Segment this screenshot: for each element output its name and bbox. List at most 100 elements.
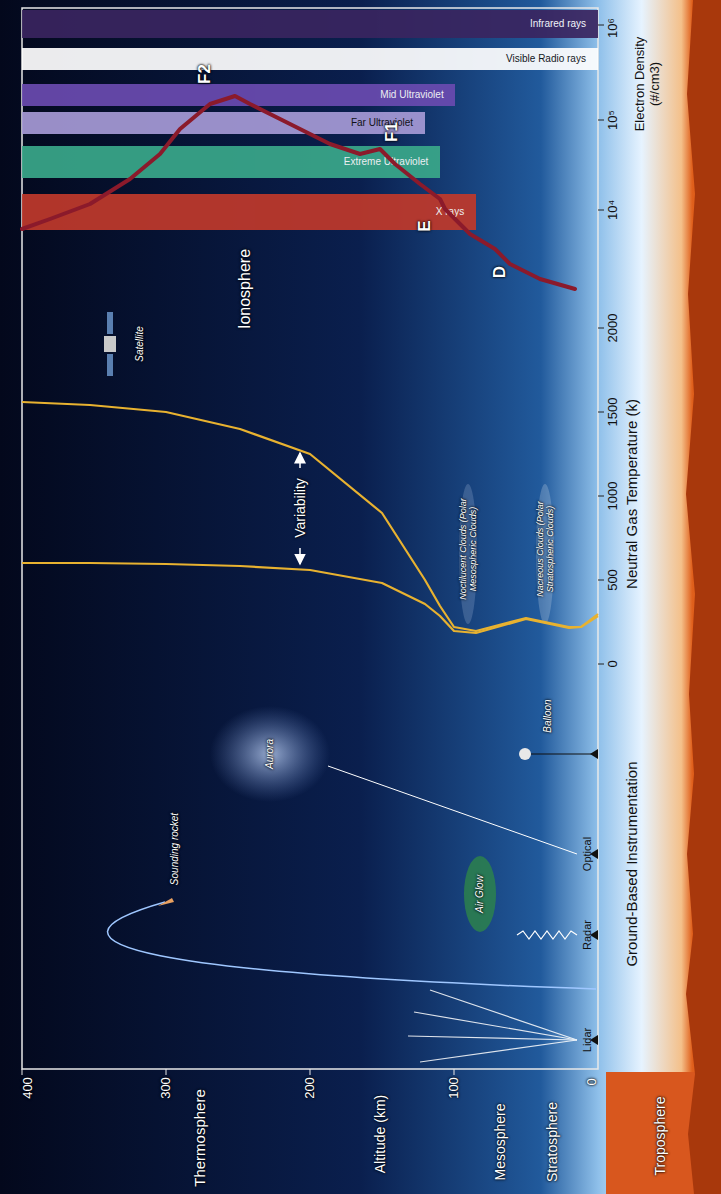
band-label: Far Ultraviolet bbox=[351, 117, 413, 129]
axis-tick: 300 bbox=[159, 1077, 174, 1099]
radiation-band: X rays bbox=[22, 194, 476, 230]
plot-frame bbox=[22, 8, 604, 1075]
plot-frame-part bbox=[22, 8, 598, 1069]
radar-wave bbox=[517, 931, 577, 939]
object-label: Balloon bbox=[542, 699, 554, 732]
axis-title: Neutral Gas Temperature (k) bbox=[623, 399, 640, 589]
layer-letter: F1 bbox=[382, 122, 402, 142]
layer-name: Thermosphere bbox=[191, 1089, 208, 1187]
lidar-beams-part bbox=[420, 1040, 577, 1062]
air-glow-part bbox=[464, 856, 496, 932]
layer-name: Troposphere bbox=[652, 1097, 668, 1176]
cloud-label: Noctilucent Clouds (Polar Mesospheric Cl… bbox=[458, 487, 479, 612]
plot-frame-part bbox=[598, 328, 604, 329]
object-label: Aurora bbox=[264, 739, 276, 769]
lidar-beams bbox=[408, 990, 577, 1062]
balloon-part bbox=[531, 754, 594, 755]
lidar-beams-part bbox=[430, 990, 577, 1040]
band-label: Infrared rays bbox=[530, 18, 586, 30]
object-label: Air Glow bbox=[474, 875, 486, 913]
plot-frame-part bbox=[22, 1069, 23, 1075]
variability-arrows-part bbox=[299, 548, 301, 564]
optical-ray bbox=[328, 766, 577, 854]
plot-frame-part bbox=[166, 1069, 167, 1075]
instrument-label: Radar bbox=[581, 920, 594, 950]
object-label: Satellite bbox=[134, 326, 146, 362]
band-label: Extreme Ultraviolet bbox=[344, 156, 428, 168]
region-label: Ionosphere bbox=[236, 249, 254, 329]
satellite-part bbox=[107, 312, 113, 334]
plot-frame-part bbox=[598, 664, 604, 665]
ground-instruments bbox=[590, 749, 598, 1045]
axis-title: Electron Density (#/cm3) bbox=[633, 24, 663, 144]
plot-frame-part bbox=[310, 1069, 311, 1075]
layer-name: Stratosphere bbox=[544, 1102, 560, 1182]
axis-tick: 0 bbox=[585, 1078, 600, 1085]
satellite-part bbox=[107, 354, 113, 376]
cloud-label: Nacreous Clouds (Polar Stratospheric Clo… bbox=[535, 487, 556, 612]
axis-tick: 1000 bbox=[606, 482, 621, 511]
plot-frame-part bbox=[598, 580, 604, 581]
variability-arrows-part bbox=[299, 453, 301, 468]
variability-label: Variability bbox=[292, 478, 308, 538]
plot-frame-part bbox=[598, 496, 604, 497]
plot-frame-part bbox=[598, 412, 604, 413]
sounding-rocket-part bbox=[158, 898, 174, 906]
air-glow bbox=[464, 856, 496, 932]
axis-tick: 10⁶ bbox=[606, 18, 621, 38]
optical-ray-part bbox=[328, 766, 577, 854]
satellite-part bbox=[104, 336, 116, 352]
object-label: Sounding rocket bbox=[169, 813, 181, 885]
axis-title: Altitude (km) bbox=[372, 1095, 388, 1174]
temperature-curves bbox=[22, 402, 598, 633]
axis-tick: 500 bbox=[606, 569, 621, 591]
electron-density-curve bbox=[22, 96, 575, 289]
lidar-beams-part bbox=[414, 1012, 577, 1040]
instrument-label: Lidar bbox=[581, 1028, 594, 1052]
sky-background-part bbox=[686, 0, 721, 1194]
balloon-part bbox=[519, 748, 531, 760]
layer-name: Mesosphere bbox=[492, 1103, 508, 1180]
radiation-band: Far Ultraviolet bbox=[22, 112, 425, 134]
band-label: X rays bbox=[436, 206, 464, 218]
radiation-band: Infrared rays bbox=[22, 10, 598, 38]
axis-tick: 100 bbox=[447, 1077, 462, 1099]
axis-tick: 10⁴ bbox=[606, 200, 621, 220]
electron-density-curve-part bbox=[22, 96, 575, 289]
ground-instruments-part bbox=[590, 749, 598, 759]
lidar-beams-part bbox=[408, 1036, 577, 1040]
layer-letter: E bbox=[415, 220, 435, 231]
axis-tick: 10⁵ bbox=[606, 110, 621, 130]
plot-frame-part bbox=[598, 210, 604, 211]
band-label: Visible Radio rays bbox=[506, 53, 586, 65]
instrument-label: Optical bbox=[581, 837, 594, 871]
axis-tick: 200 bbox=[303, 1077, 318, 1099]
balloon bbox=[519, 748, 594, 760]
layer-letter: F2 bbox=[195, 64, 215, 84]
axis-title: Ground-Based Instrumentation bbox=[623, 761, 640, 966]
radiation-band: Mid Ultraviolet bbox=[22, 84, 455, 106]
aurora bbox=[210, 706, 330, 802]
band-label: Mid Ultraviolet bbox=[380, 89, 443, 101]
radiation-band: Extreme Ultraviolet bbox=[22, 146, 440, 178]
radar-wave-part bbox=[517, 931, 577, 939]
axis-tick: 400 bbox=[21, 1077, 36, 1099]
radiation-band: Visible Radio rays bbox=[22, 48, 598, 70]
temperature-curves-part bbox=[22, 402, 598, 631]
layer-letter: D bbox=[490, 266, 510, 278]
axis-tick: 0 bbox=[606, 660, 621, 667]
plot-frame-part bbox=[454, 1069, 455, 1075]
satellite bbox=[104, 312, 116, 376]
sounding-rocket bbox=[108, 898, 596, 989]
axis-tick: 1500 bbox=[606, 398, 621, 427]
plot-frame-part bbox=[598, 25, 604, 26]
sounding-rocket-part bbox=[108, 902, 596, 989]
plot-frame-part bbox=[598, 120, 604, 121]
aurora-part bbox=[210, 706, 330, 802]
axis-tick: 2000 bbox=[606, 314, 621, 343]
